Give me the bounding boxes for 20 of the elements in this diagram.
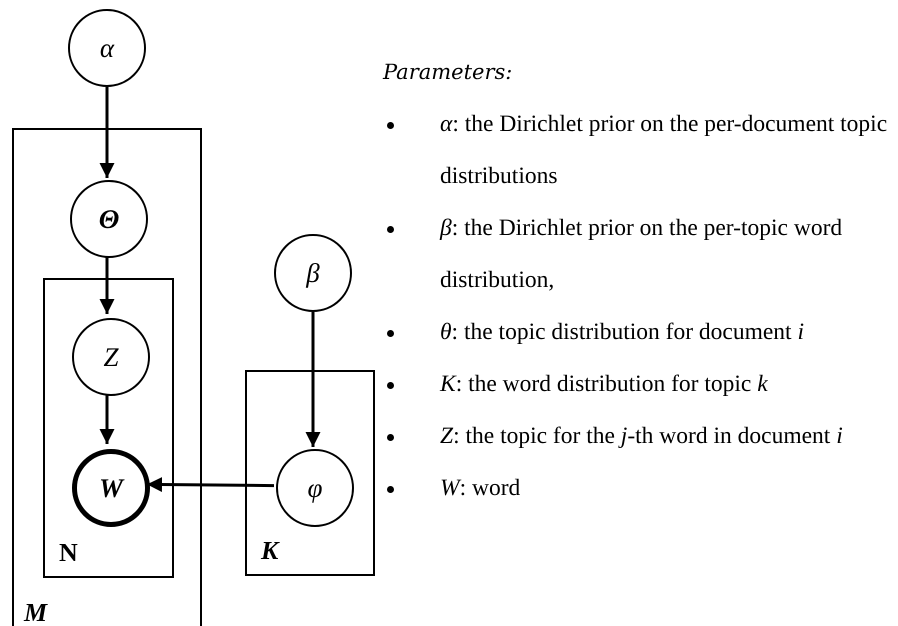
plate-label: K bbox=[261, 538, 278, 564]
parameter-description: W: word bbox=[440, 474, 522, 503]
parameter-description: K: the word distribution for topic k bbox=[440, 370, 769, 399]
variable-circle: α bbox=[68, 9, 146, 87]
plate-label: N bbox=[59, 540, 78, 566]
arrow bbox=[100, 87, 114, 178]
plate-box bbox=[245, 370, 375, 576]
arrow bbox=[100, 256, 114, 314]
plate-box bbox=[43, 278, 174, 578]
variable-circle: β bbox=[274, 234, 352, 312]
variable-circle: Θ bbox=[70, 180, 148, 258]
variable-circle: φ bbox=[276, 449, 354, 527]
parameter-description: θ: the topic distribution for document i bbox=[440, 318, 805, 347]
heading: Parameters: bbox=[383, 59, 514, 86]
variable-circle: W bbox=[72, 449, 150, 527]
plate-label: M bbox=[24, 600, 48, 626]
variable-circle: Z bbox=[72, 318, 150, 396]
parameter-description: Z: the topic for the j-th word in document i bbox=[440, 422, 844, 451]
plate-box bbox=[12, 128, 202, 626]
arrow bbox=[306, 312, 320, 447]
